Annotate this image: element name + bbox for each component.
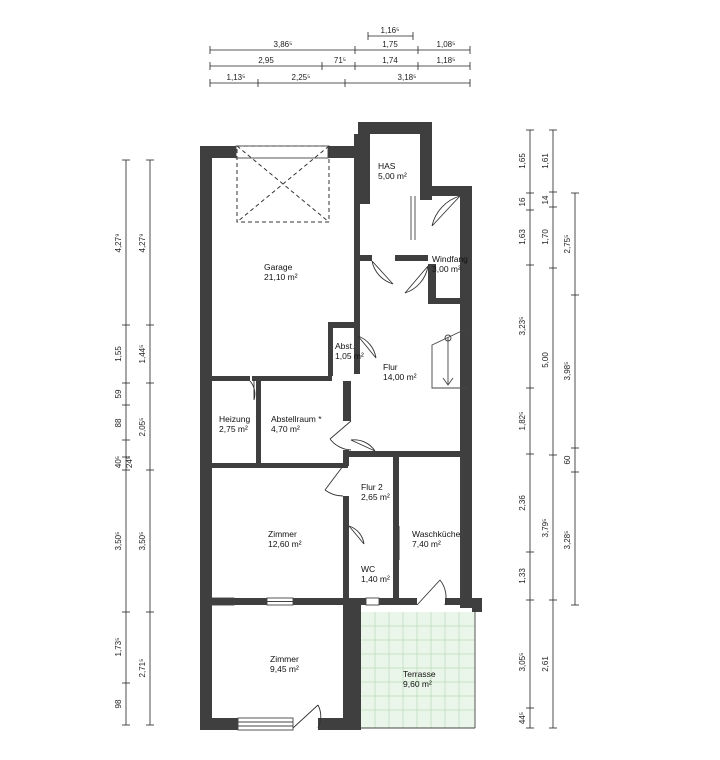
door-wc <box>348 525 365 545</box>
label-flur2-name: Flur 2 <box>361 482 383 492</box>
dim-top-row3-2: 2,25⁵ <box>292 73 311 82</box>
top-dimension-chains: 1,16⁵ 3,86⁵ 1,75 1,08⁵ 2,95 71⁵ 1,74 1,1… <box>209 26 471 87</box>
dim-top-row1-2: 1,75 <box>382 40 398 49</box>
door-windfang-flur <box>404 265 429 294</box>
label-abstellraum-name: Abstellraum * <box>271 414 322 424</box>
dim-top-row2-1: 2,95 <box>258 56 274 65</box>
dim-right1-4: 3,23⁵ <box>518 317 527 336</box>
label-garage-area: 21,10 m² <box>264 272 298 282</box>
label-heizung-area: 2,75 m² <box>219 424 248 434</box>
walls <box>200 122 482 730</box>
dim-right1-3: 1,63 <box>518 229 527 245</box>
label-zimmer1-area: 12,60 m² <box>268 539 302 549</box>
dim-left1-4: 88 <box>114 418 123 427</box>
dim-left2-3: 2,05⁵ <box>138 418 147 437</box>
inner-partitions <box>410 196 463 598</box>
dim-left1-3: 59 <box>114 389 123 398</box>
dim-top-row2-4: 1,18⁵ <box>437 56 456 65</box>
label-flur2-area: 2,65 m² <box>361 492 390 502</box>
dim-right3-2: 3,98⁵ <box>563 362 572 381</box>
room-labels: HAS 5,00 m² Windfang 3,00 m² Garage 21,1… <box>219 161 468 689</box>
dim-left2-1: 4,27⁹ <box>138 234 147 253</box>
door-abst <box>357 335 377 359</box>
dim-right2-1: 1,61 <box>541 153 550 169</box>
label-abstellraum-area: 4,70 m² <box>271 424 300 434</box>
label-flur-name: Flur <box>383 362 398 372</box>
label-terrasse-area: 9,60 m² <box>403 679 432 689</box>
garage-skylight <box>236 145 330 223</box>
dim-right2-3: 1,70 <box>541 229 550 245</box>
label-zimmer2-area: 9,45 m² <box>270 664 299 674</box>
dim-top-row2-3: 1,74 <box>382 56 398 65</box>
door-zimmer2-terrace <box>292 704 322 729</box>
dim-right2-5: 3,79⁵ <box>541 519 550 538</box>
dim-right2-6: 2,61 <box>541 656 550 672</box>
right-dimension-chains: 1,65 16 1,63 3,23⁵ 1,82⁵ 2,36 1,33 3,05⁵… <box>518 129 579 729</box>
label-heizung-name: Heizung <box>219 414 250 424</box>
label-zimmer1-name: Zimmer <box>268 529 297 539</box>
door-has <box>371 260 394 285</box>
dim-top-row1-3: 1,08⁵ <box>437 40 456 49</box>
dim-top-row3-3: 3,18⁵ <box>398 73 417 82</box>
label-wc-area: 1,40 m² <box>361 574 390 584</box>
dim-top-row2-2: 71⁵ <box>334 56 346 65</box>
label-flur-area: 14,00 m² <box>383 372 417 382</box>
dim-left1-8: 98 <box>114 699 123 708</box>
label-garage-name: Garage <box>264 262 293 272</box>
door-windfang-entrance <box>431 195 461 227</box>
label-waschkueche-name: Waschküche <box>412 529 461 539</box>
door-zimmer1 <box>324 465 344 497</box>
dim-left1-5: 40⁵ <box>114 456 123 468</box>
label-abst-area: 1,05 m² <box>335 351 364 361</box>
label-wc-name: WC <box>361 564 375 574</box>
dim-right1-9: 44⁵ <box>518 712 527 724</box>
label-abst-name: Abst. <box>335 341 354 351</box>
door-flur2 <box>350 439 376 452</box>
dim-right2-2: 14 <box>541 195 550 204</box>
dim-left2-5: 2,71⁵ <box>138 659 147 678</box>
dim-left2-4: 3,50⁵ <box>138 532 147 551</box>
dim-left1-1: 4,27⁹ <box>114 234 123 253</box>
dim-top-row1-1: 3,86⁵ <box>274 40 293 49</box>
dim-left2-2: 1,44⁵ <box>138 345 147 364</box>
door-waschkueche-outside <box>416 579 447 606</box>
dim-left1-7: 1,73⁵ <box>114 638 123 657</box>
door-abstellraum <box>329 420 352 451</box>
label-terrasse-name: Terrasse <box>403 669 436 679</box>
dim-top-row3-1: 1,13⁵ <box>227 73 246 82</box>
dim-right1-5: 1,82⁵ <box>518 412 527 431</box>
dim-left1-extra: 24⁵ <box>125 456 134 468</box>
dim-right1-8: 3,05⁵ <box>518 653 527 672</box>
label-has-area: 5,00 m² <box>378 171 407 181</box>
dim-right3-3: 60 <box>563 455 572 464</box>
dim-right1-6: 2,36 <box>518 495 527 511</box>
dim-left1-6: 3,50⁵ <box>114 532 123 551</box>
dim-right1-2: 16 <box>518 197 527 206</box>
dim-left1-2: 1,55 <box>114 346 123 362</box>
label-windfang-area: 3,00 m² <box>432 264 461 274</box>
doors <box>211 145 461 731</box>
terrasse-area <box>361 612 476 729</box>
dim-right2-4: 5,00 <box>541 352 550 368</box>
dim-right1-7: 1,33 <box>518 568 527 584</box>
label-has-name: HAS <box>378 161 396 171</box>
dim-right3-1: 2,75⁵ <box>563 235 572 254</box>
label-zimmer2-name: Zimmer <box>270 654 299 664</box>
door-heizung <box>249 380 256 401</box>
label-waschkueche-area: 7,40 m² <box>412 539 441 549</box>
dim-top-row0-1: 1,16⁵ <box>381 26 400 35</box>
label-windfang-name: Windfang <box>432 254 468 264</box>
dim-right1-1: 1,65 <box>518 153 527 169</box>
left-dimension-chains: 4,27⁹ 1,55 59 88 40⁵ 3,50⁵ 1,73⁵ 98 4,27… <box>114 159 154 726</box>
stair-symbol <box>431 327 469 389</box>
dim-right3-4: 3,28⁵ <box>563 531 572 550</box>
